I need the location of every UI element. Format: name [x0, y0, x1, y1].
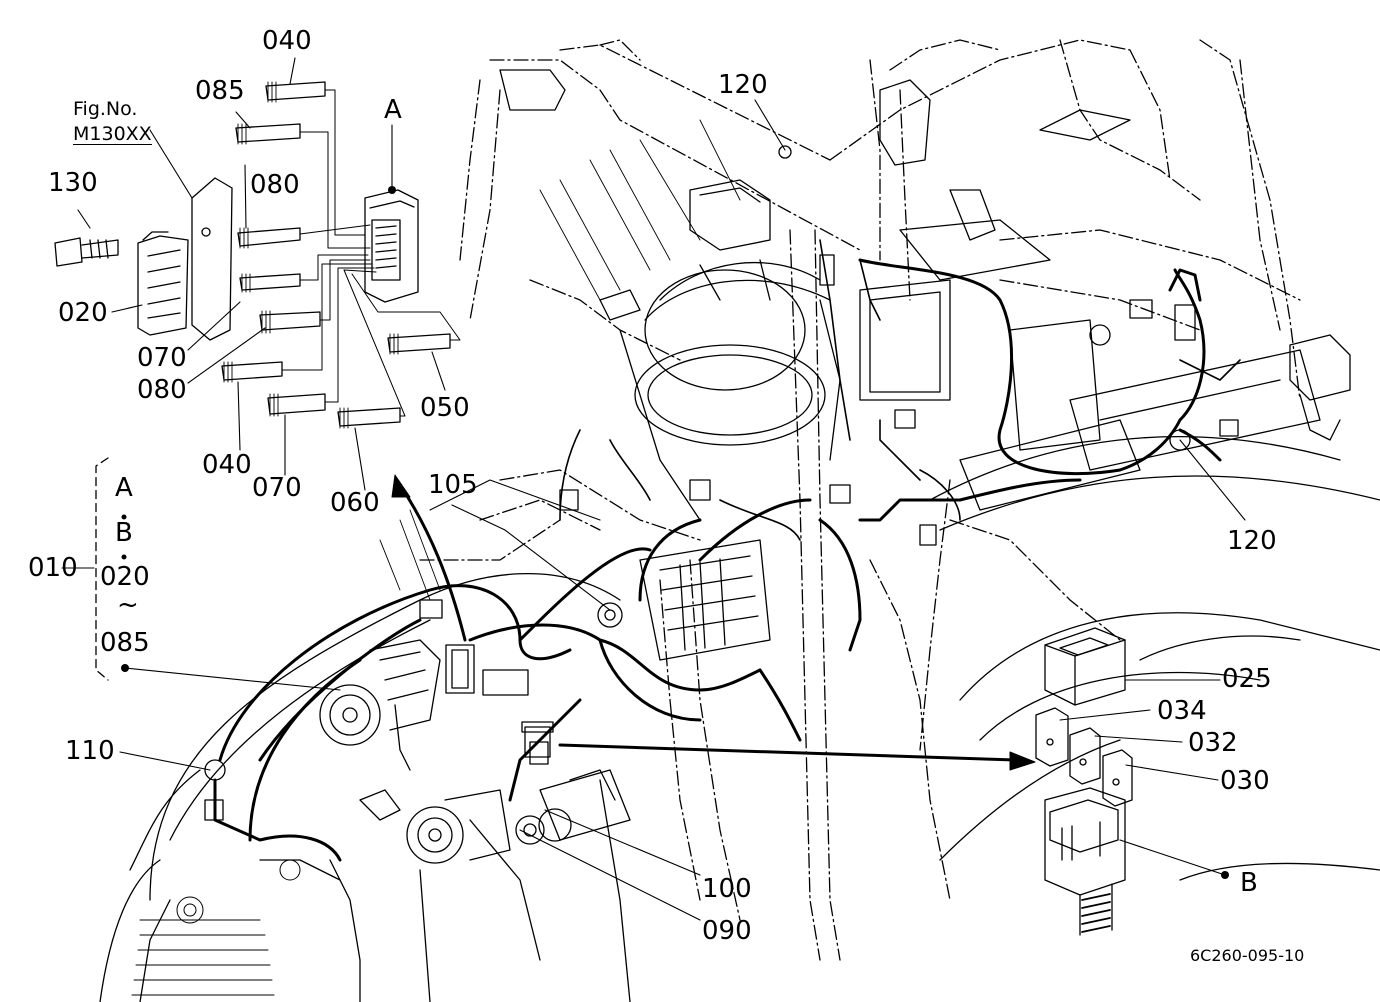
- callout-100: 100: [702, 874, 752, 904]
- arrowhead-A: [391, 474, 411, 498]
- assembly-item-020: 020: [100, 562, 150, 592]
- detail-arrow-B: [558, 743, 1017, 762]
- callout-070-bottom: 070: [252, 473, 302, 503]
- connectors: [204, 145, 1239, 845]
- front-grille: [131, 859, 301, 996]
- callout-080-left: 080: [137, 375, 187, 405]
- callout-080-top: 080: [250, 170, 300, 200]
- assembly-item-A: A: [115, 473, 133, 503]
- fig-no-label: Fig.No.: [73, 98, 138, 120]
- callout-120-right: 120: [1227, 526, 1277, 556]
- starter-motor: [538, 769, 631, 842]
- callout-110: 110: [65, 736, 115, 766]
- engine-hood: [99, 572, 631, 1002]
- wire-harness: [213, 258, 1222, 862]
- callout-020: 020: [58, 298, 108, 328]
- detail-arrow-A: [398, 483, 467, 642]
- callout-040-bottom: 040: [202, 450, 252, 480]
- callout-070-left: 070: [137, 343, 187, 373]
- steering-wheel: [599, 259, 841, 521]
- alternator: [359, 789, 511, 864]
- assembly-number: 010: [28, 553, 78, 583]
- callout-120-top: 120: [718, 70, 768, 100]
- fuse-holder-inset: [1035, 627, 1133, 936]
- branch-wires: [559, 239, 1241, 541]
- seat: [859, 219, 1321, 511]
- callout-105: 105: [428, 470, 478, 500]
- figure-reference: Fig.No. M130XX: [73, 100, 152, 145]
- leader-lines: [61, 57, 1246, 921]
- callout-060: 060: [330, 488, 380, 518]
- callout-032: 032: [1188, 728, 1238, 758]
- callout-040-top: 040: [262, 26, 312, 56]
- callout-050: 050: [420, 393, 470, 423]
- work-lamps: [499, 69, 1351, 441]
- assembly-tilde: ~: [117, 590, 139, 620]
- fuse-panel: [639, 539, 771, 661]
- drawing-code: 6C260-095-10: [1190, 946, 1305, 965]
- fig-ref-link[interactable]: M130XX: [73, 123, 152, 145]
- callout-085: 085: [195, 76, 245, 106]
- callout-B: B: [1240, 868, 1258, 898]
- glass-lines: [379, 119, 741, 601]
- arrowhead-B: [1009, 751, 1036, 771]
- leader-dots: [121, 186, 1229, 879]
- assembly-item-085: 085: [100, 628, 150, 658]
- ac-compressor: [319, 639, 441, 771]
- callout-030: 030: [1220, 766, 1270, 796]
- callout-130: 130: [48, 168, 98, 198]
- cab-frame: [419, 39, 1301, 961]
- callout-025: 025: [1222, 664, 1272, 694]
- callout-090: 090: [702, 916, 752, 946]
- callout-A: A: [384, 95, 402, 125]
- fuse-block-inset: [54, 81, 461, 429]
- fender-outline: [929, 435, 1380, 881]
- assembly-item-B: B: [115, 518, 133, 548]
- callout-034: 034: [1157, 696, 1207, 726]
- assembly-bracket: [95, 457, 109, 681]
